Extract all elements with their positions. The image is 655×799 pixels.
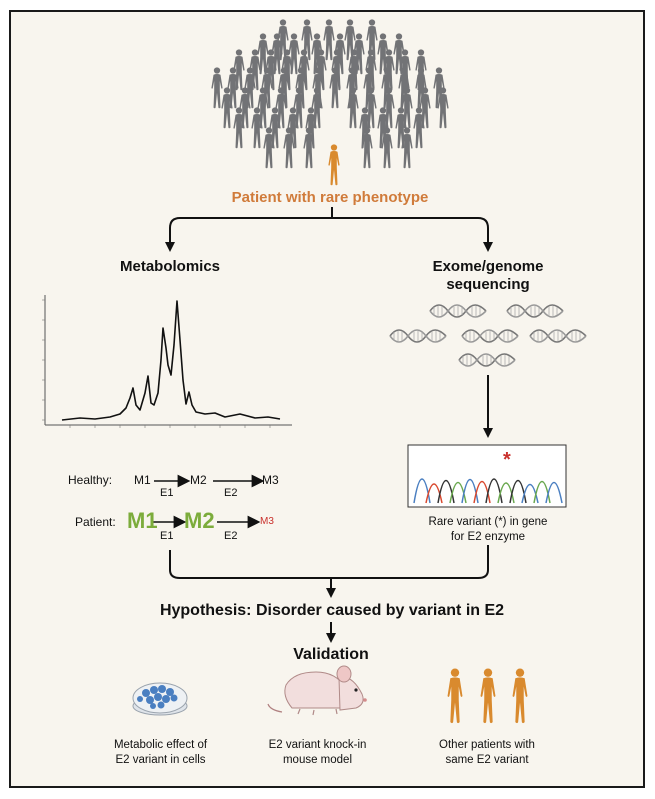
variant-asterisk: * [503,449,511,471]
patient-e2: E2 [224,530,238,542]
healthy-m3: M3 [262,473,279,487]
hypothesis-text: Hypothesis: Disorder caused by variant i… [159,602,505,619]
patient-m1: M1 [127,508,158,533]
pathway-arrows [153,474,265,529]
branch-connector [169,207,489,245]
validation-item-mouse-line1: E2 variant knock-in [268,739,367,751]
crowd-icon [211,19,449,169]
dna-strands-icon [389,304,587,367]
variant-caption: Rare variant (*) in gene for E2 enzyme [398,515,578,545]
validation-item-patients-line2: same E2 variant [445,754,529,766]
crowd-person-icon [211,67,223,109]
sequencing-title-line2: sequencing [446,276,530,293]
sequencing-title: Exome/genome sequencing [400,258,576,294]
mouse-icon [267,665,367,716]
validation-item-mouse: E2 variant knock-in mouse model [245,738,390,768]
phenotype-label: Patient with rare phenotype [231,189,429,206]
other-patients-icon [447,668,528,724]
patient-m3: M3 [260,516,274,527]
figure-frame [9,10,645,788]
validation-title: Validation [293,646,369,663]
validation-item-patients: Other patients with same E2 variant [412,738,562,768]
patient-e1: E1 [160,530,174,542]
validation-item-cells-line2: E2 variant in cells [115,754,206,766]
healthy-e2: E2 [224,487,238,499]
variant-caption-line2: for E2 enzyme [450,531,526,543]
healthy-m2: M2 [190,473,207,487]
patient-m2: M2 [184,508,215,533]
validation-item-patients-line1: Other patients with [439,739,535,751]
petri-dish-icon [132,682,188,716]
healthy-e1: E1 [160,487,174,499]
crowd-person-icon [288,33,300,75]
variant-caption-line1: Rare variant (*) in gene [428,516,548,528]
healthy-m1: M1 [134,473,151,487]
sequencing-title-line1: Exome/genome [432,258,544,275]
metabolomics-chromatogram [42,295,292,428]
patient-figure-icon [328,144,340,186]
validation-item-cells-line1: Metabolic effect of [113,739,208,751]
healthy-label: Healthy: [68,473,113,487]
sequencing-trace [407,444,567,508]
crowd-person-icon [323,19,335,61]
patient-label: Patient: [75,515,116,529]
validation-item-cells: Metabolic effect of E2 variant in cells [88,738,233,768]
validation-item-mouse-line2: mouse model [282,754,353,766]
metabolomics-title: Metabolomics [119,258,221,275]
